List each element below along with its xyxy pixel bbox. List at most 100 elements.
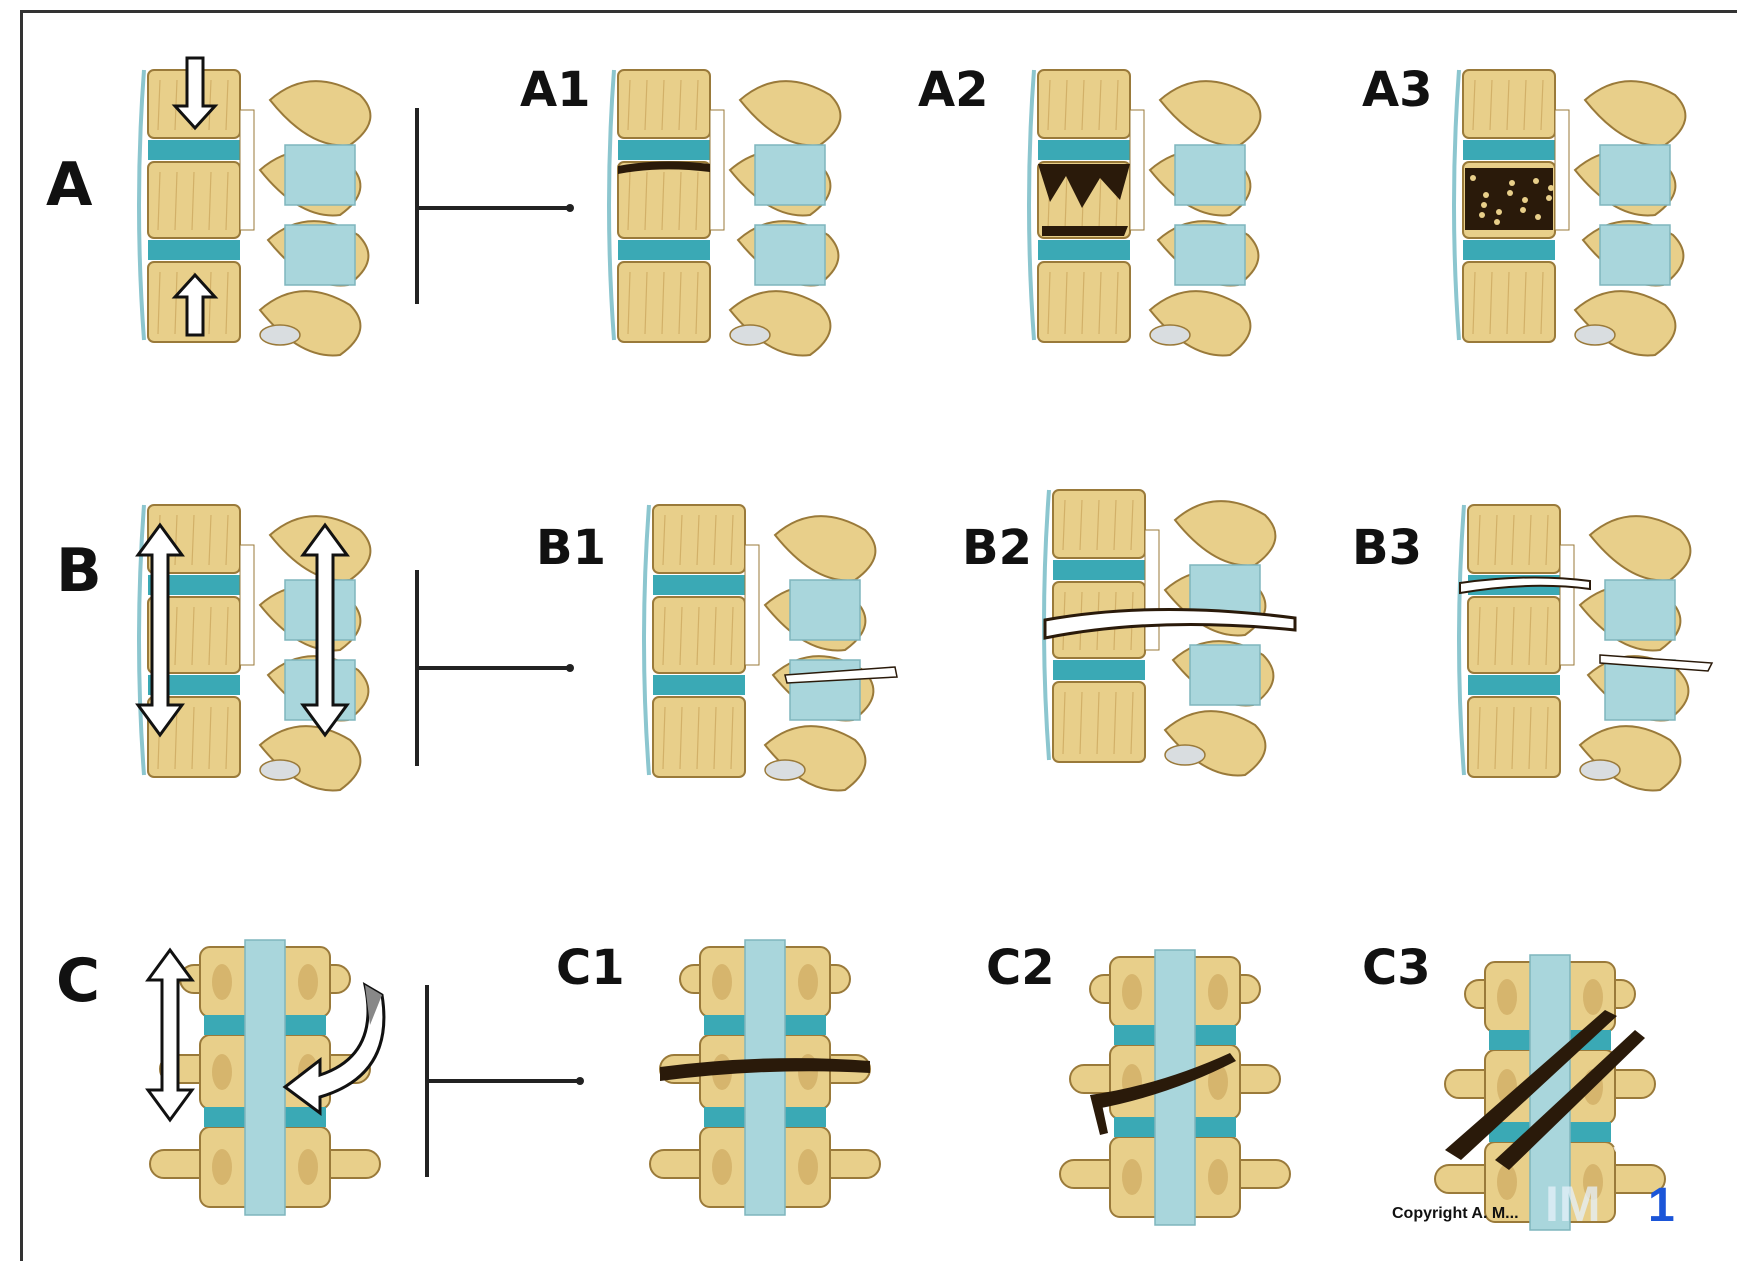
intervertebral-disc — [1038, 240, 1130, 260]
facet-process — [1165, 711, 1265, 775]
facet-process — [765, 726, 865, 790]
interspinous-ligament — [790, 580, 860, 640]
supraspinous-ligament — [245, 940, 285, 1215]
subtype-label-b3: B3 — [1352, 520, 1422, 576]
spine-lateral-b2 — [1035, 470, 1315, 800]
anterior-ligament — [1459, 505, 1464, 775]
anterior-ligament — [644, 505, 649, 775]
intervertebral-disc — [148, 240, 240, 260]
intervertebral-disc — [1463, 240, 1555, 260]
pedicle — [1497, 979, 1517, 1015]
bone-fragment — [1470, 175, 1476, 181]
interspinous-ligament — [790, 660, 860, 720]
facet-process — [1575, 291, 1675, 355]
intervertebral-disc — [653, 575, 745, 595]
spine-lateral-b1 — [635, 485, 915, 795]
bone-fragment — [1546, 195, 1552, 201]
spine-lateral-a3 — [1445, 50, 1725, 360]
row-label-c: C — [56, 946, 100, 1016]
pedicle — [1583, 979, 1603, 1015]
anterior-ligament — [1029, 70, 1034, 340]
pedicle — [798, 1149, 818, 1185]
spine-lateral-b — [130, 485, 410, 795]
bone-fragment — [1520, 207, 1526, 213]
facet-process — [1590, 516, 1690, 580]
bone-fragment — [1522, 197, 1528, 203]
interspinous-ligament — [1605, 580, 1675, 640]
interspinous-ligament — [1175, 145, 1245, 205]
bone-fragment — [1483, 192, 1489, 198]
bone-fragment — [1507, 190, 1513, 196]
spinal-canal — [1555, 110, 1569, 230]
pedicle — [260, 325, 300, 345]
anterior-ligament — [1454, 70, 1459, 340]
watermark-top: SE... — [1612, 1110, 1720, 1168]
subtype-label-a2: A2 — [918, 62, 989, 118]
pedicle — [765, 760, 805, 780]
bone-fragment — [1509, 180, 1515, 186]
facet-process — [260, 726, 360, 790]
intervertebral-disc — [1463, 140, 1555, 160]
facet-process — [1150, 291, 1250, 355]
intervertebral-disc — [1038, 140, 1130, 160]
axial-arrow — [148, 950, 192, 1120]
spinal-canal — [1130, 110, 1144, 230]
facet-process — [260, 291, 360, 355]
spine-frontal-c — [120, 935, 410, 1235]
pedicle — [1208, 1159, 1228, 1195]
facet-process — [740, 81, 840, 145]
row-label-a: A — [46, 150, 92, 220]
spine-frontal-c1 — [620, 935, 910, 1235]
pedicle — [212, 1149, 232, 1185]
spine-lateral-a1 — [600, 50, 880, 360]
pedicle — [260, 760, 300, 780]
pedicle — [1122, 1159, 1142, 1195]
pedicle — [1208, 974, 1228, 1010]
facet-process — [1175, 501, 1275, 565]
interspinous-ligament — [285, 225, 355, 285]
bone-fragment — [1535, 214, 1541, 220]
intervertebral-disc — [653, 675, 745, 695]
intervertebral-disc — [1053, 660, 1145, 680]
pedicle — [1165, 745, 1205, 765]
pedicle — [212, 964, 232, 1000]
pedicle — [1150, 325, 1190, 345]
bone-fragment — [1496, 209, 1502, 215]
connector-b — [405, 570, 580, 770]
pedicle — [712, 1149, 732, 1185]
fracture-line — [1042, 226, 1128, 236]
spinal-canal — [1560, 545, 1574, 665]
pedicle — [212, 1054, 232, 1090]
subtype-label-b1: B1 — [536, 520, 606, 576]
facet-process — [270, 81, 370, 145]
connector-c — [415, 985, 590, 1180]
facet-process — [775, 516, 875, 580]
facet-process — [1580, 726, 1680, 790]
watermark-bottom: IM — [1545, 1175, 1601, 1233]
pedicle — [1580, 760, 1620, 780]
bone-fragment — [1479, 212, 1485, 218]
row-label-b: B — [56, 536, 102, 606]
pedicle — [1497, 1164, 1517, 1200]
pedicle — [298, 964, 318, 1000]
interspinous-ligament — [1600, 145, 1670, 205]
spine-lateral-b3 — [1450, 485, 1730, 795]
intervertebral-disc — [148, 140, 240, 160]
bone-fragment — [1548, 185, 1554, 191]
interspinous-ligament — [755, 145, 825, 205]
intervertebral-disc — [618, 140, 710, 160]
interspinous-ligament — [285, 145, 355, 205]
interspinous-ligament — [755, 225, 825, 285]
spinal-canal — [240, 110, 254, 230]
spinal-canal — [710, 110, 724, 230]
pedicle — [712, 964, 732, 1000]
burst-fracture — [1465, 168, 1553, 230]
facet-process — [1585, 81, 1685, 145]
bone-fragment — [1481, 202, 1487, 208]
spine-lateral-a2 — [1020, 50, 1300, 360]
pedicle — [730, 325, 770, 345]
spinal-canal — [240, 545, 254, 665]
interspinous-ligament — [1175, 225, 1245, 285]
bone-fragment — [1494, 219, 1500, 225]
connector-a — [405, 108, 580, 308]
